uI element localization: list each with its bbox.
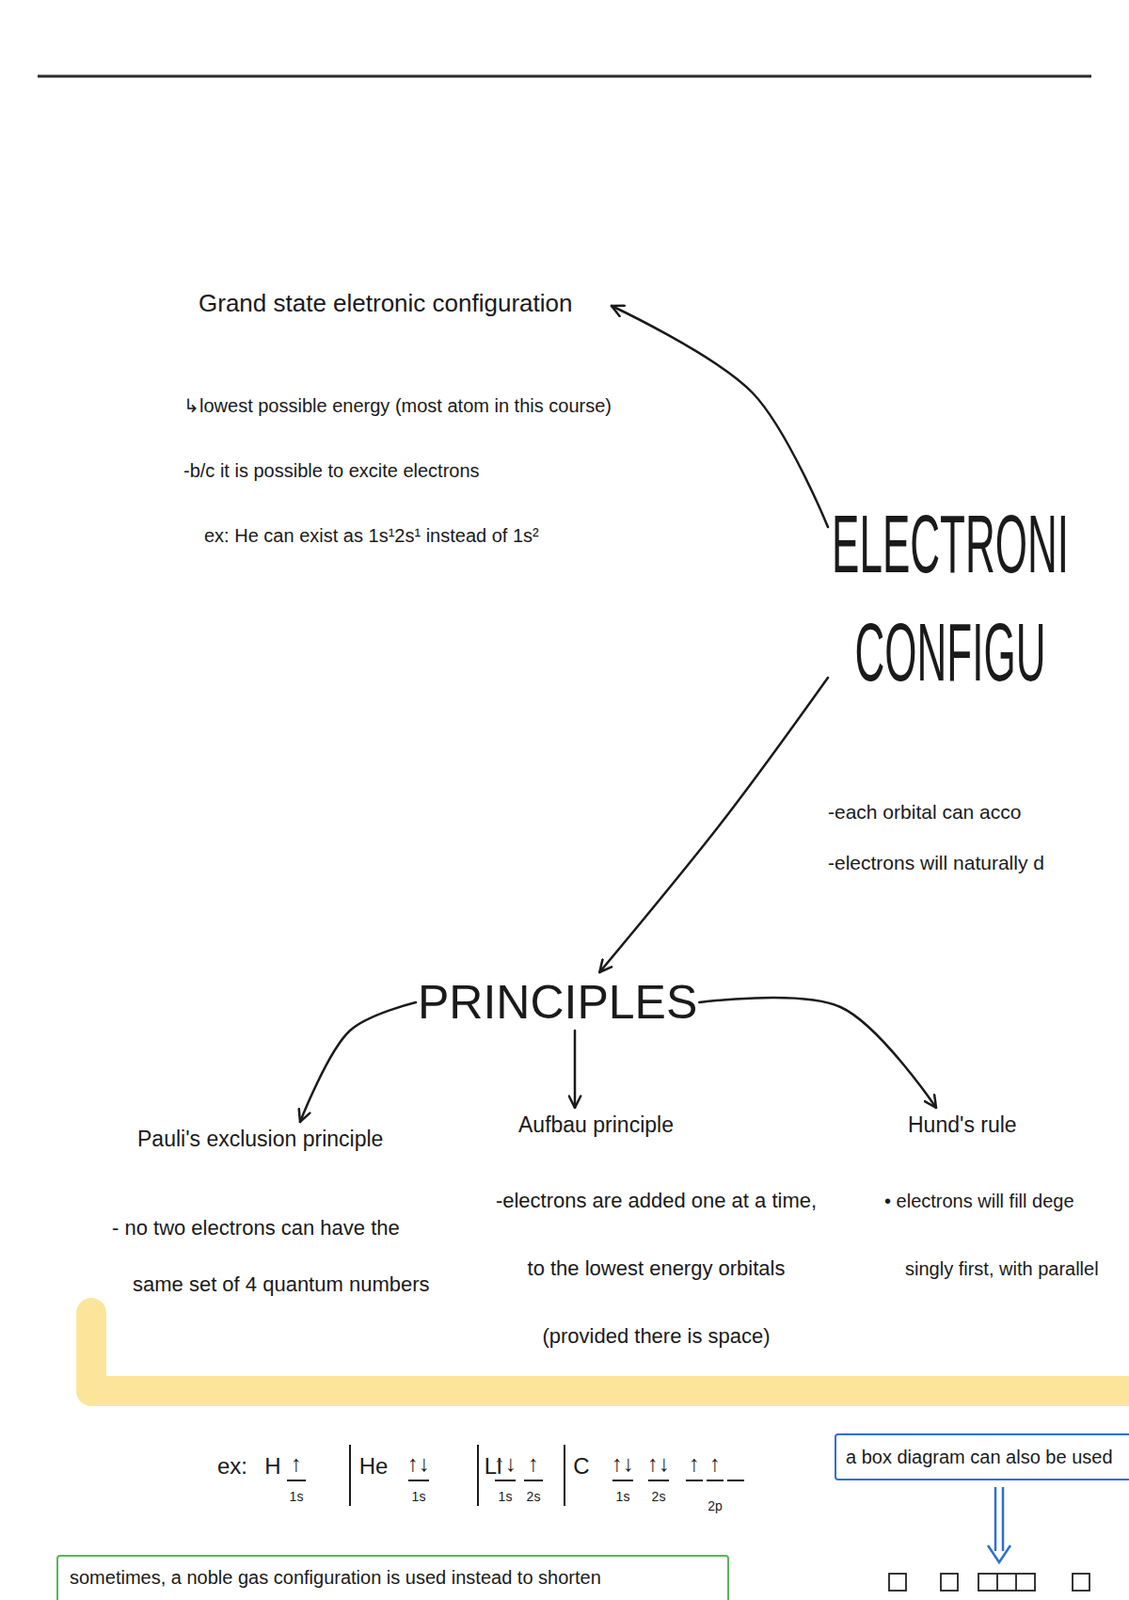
orbital-line <box>648 1478 669 1481</box>
topic-note: -electrons will naturally d <box>827 850 1120 875</box>
principle-body: • electrons will fill dege singly first,… <box>884 1166 1105 1303</box>
orbital-name: 1s <box>498 1489 513 1504</box>
box-diagram-icons <box>889 1573 1090 1591</box>
note-line: ex: He can exist as 1s¹2s¹ instead of 1s… <box>204 524 612 547</box>
orbital-box <box>940 1573 958 1591</box>
orbital-name: 2p <box>707 1498 723 1513</box>
connector-arrow <box>300 1001 416 1122</box>
principle-note: Aufbau principle -electrons are added one… <box>484 1110 828 1370</box>
principle-note: Pauli's exclusion principle - no two elec… <box>111 1124 434 1313</box>
orbital-name: 2s <box>651 1489 667 1504</box>
orbital-line <box>524 1478 543 1481</box>
branch-heading: Grand state eletronic configuration <box>198 286 612 319</box>
principle-heading: Aufbau principle <box>518 1110 828 1139</box>
top-rule <box>37 75 1092 79</box>
orbital-line <box>685 1478 703 1481</box>
orbital-arrow: ↑ <box>527 1450 540 1476</box>
principle-body: -electrons are added one at a time, to t… <box>484 1166 828 1370</box>
orbital-line <box>727 1478 745 1481</box>
arrow-shaft <box>994 1486 998 1551</box>
connector-arrow <box>611 305 828 527</box>
section-heading: PRINCIPLES <box>417 973 698 1031</box>
orbital-name: 1s <box>616 1489 631 1504</box>
orbital-line <box>494 1478 516 1481</box>
callout-box: a box diagram can also be used <box>834 1432 1129 1480</box>
connector-arrow <box>699 997 937 1108</box>
orbital-name: 1s <box>289 1489 304 1504</box>
orbital-line <box>612 1478 634 1481</box>
connector-arrow <box>573 1030 577 1108</box>
principle-note: Hund's rule • electrons will fill dege si… <box>884 1110 1105 1303</box>
central-topic: ELECTRONI CONFIGU -each orbital can acco -… <box>827 489 1120 875</box>
orbital-box <box>1072 1573 1090 1591</box>
callout-text: sometimes, a noble gas configuration is … <box>69 1565 716 1589</box>
orbital-name: 2s <box>526 1489 541 1504</box>
orbital-arrow: ↑↓ <box>647 1450 670 1476</box>
arrow-shaft <box>1001 1486 1005 1551</box>
orbital-lines <box>286 1478 745 1481</box>
element-symbol: C <box>572 1453 589 1479</box>
note-line: ↳lowest possible energy (most atom in th… <box>183 394 612 417</box>
orbital-box-divider <box>996 1573 999 1591</box>
orbital-line <box>408 1478 430 1481</box>
orbital-name: 1s <box>412 1489 427 1504</box>
separator-bar <box>349 1444 351 1506</box>
arrow-head <box>987 1544 1011 1562</box>
topic-note: -each orbital can acco <box>827 799 1120 825</box>
branch-note: Grand state eletronic configuration ↳lowe… <box>183 286 612 547</box>
connector-arrow <box>599 677 828 972</box>
orbital-arrow: ↑ <box>290 1450 303 1476</box>
orbital-line <box>286 1478 306 1481</box>
callout-box: sometimes, a noble gas configuration is … <box>56 1554 730 1600</box>
orbital-line <box>706 1478 724 1481</box>
topic-title: ELECTRONI CONFIGU <box>827 489 1073 706</box>
separator-bar <box>477 1444 479 1506</box>
orbital-arrow: ↑↓ <box>407 1450 430 1476</box>
principle-body: - no two electrons can have the same set… <box>111 1199 434 1313</box>
orbital-arrow: ↑ <box>709 1450 721 1476</box>
separator-bar <box>563 1444 566 1506</box>
orbital-arrow: ↑↓ <box>493 1450 517 1476</box>
separator-bars <box>349 1444 565 1506</box>
principle-heading: Pauli's exclusion principle <box>137 1124 434 1153</box>
orbital-box-divider <box>1015 1573 1018 1591</box>
orbital-box <box>889 1573 907 1591</box>
orbital-arrow: ↑ <box>688 1450 700 1476</box>
element-symbol: H <box>264 1453 281 1479</box>
element-symbol: He <box>359 1453 389 1479</box>
double-arrow <box>987 1486 1011 1562</box>
example-text: ex: <box>217 1453 248 1479</box>
principle-heading: Hund's rule <box>907 1110 1105 1139</box>
note-line: -b/c it is possible to excite electrons <box>183 459 612 482</box>
orbital-arrow: ↑↓ <box>611 1450 635 1476</box>
callout-text: a box diagram can also be used <box>845 1445 1125 1468</box>
branch-heading: PRINCIPLES <box>417 973 698 1031</box>
orbital-box <box>978 1573 1035 1591</box>
